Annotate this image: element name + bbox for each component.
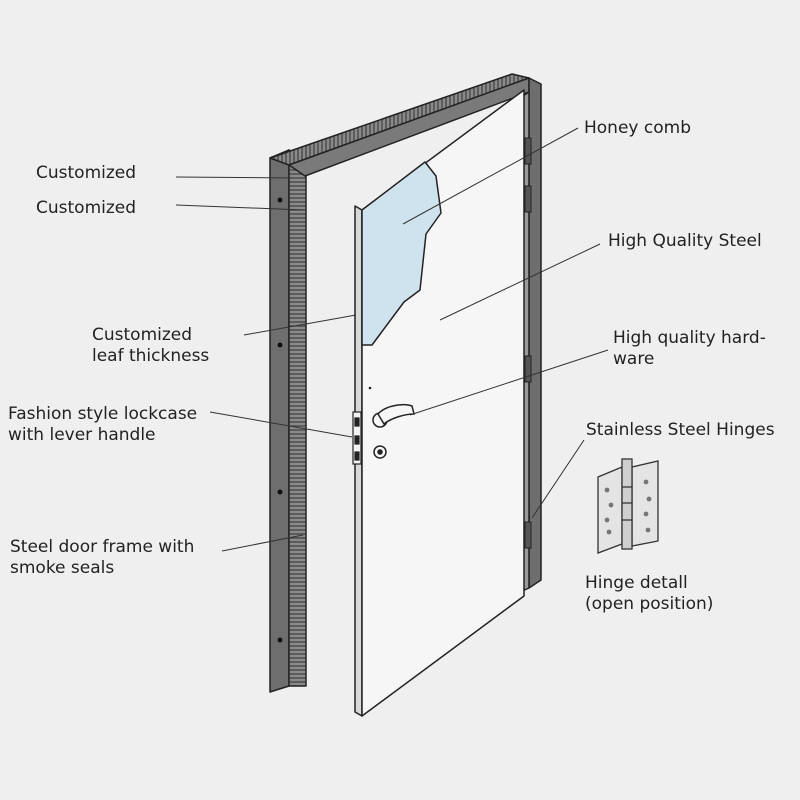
label-frame: Steel door frame with smoke seals xyxy=(10,537,195,578)
leader-customized-1 xyxy=(175,176,294,179)
door-leaf-face xyxy=(361,89,525,717)
leader-honeycomb xyxy=(402,127,579,225)
leader-frame xyxy=(221,534,304,552)
door-leaf xyxy=(354,89,525,717)
lockcase xyxy=(352,411,362,465)
honeycomb-core xyxy=(361,161,442,346)
leader-steel xyxy=(439,243,601,321)
label-lockcase: Fashion style lockcase with lever handle xyxy=(8,404,198,445)
leader-lines xyxy=(175,127,609,552)
label-leaf-thickness: Customized leaf thickness xyxy=(92,325,210,366)
frame-hinges xyxy=(524,137,532,549)
leader-leaf-thickness xyxy=(243,314,357,336)
leader-lockcase xyxy=(209,411,353,438)
frame-screw-holes xyxy=(277,197,283,643)
hinge-detail-illustration xyxy=(597,458,659,554)
label-hinge-detail: Hinge detall (open position) xyxy=(585,573,714,614)
leader-hinges xyxy=(531,439,585,519)
leader-hardware xyxy=(409,349,609,416)
label-customized-1: Customized xyxy=(36,163,137,183)
frame-left-post-front xyxy=(269,149,290,693)
door-reference-dot xyxy=(368,386,372,390)
leader-customized-2 xyxy=(175,204,305,211)
label-hinges: Stainless Steel Hinges xyxy=(586,420,775,440)
label-honeycomb: Honey comb xyxy=(584,118,691,138)
label-hardware: High quality hard- ware xyxy=(613,328,766,369)
label-customized-2: Customized xyxy=(36,198,137,218)
frame-left-post-side xyxy=(288,149,307,687)
label-steel: High Quality Steel xyxy=(608,231,762,251)
lever-handle xyxy=(372,403,415,459)
